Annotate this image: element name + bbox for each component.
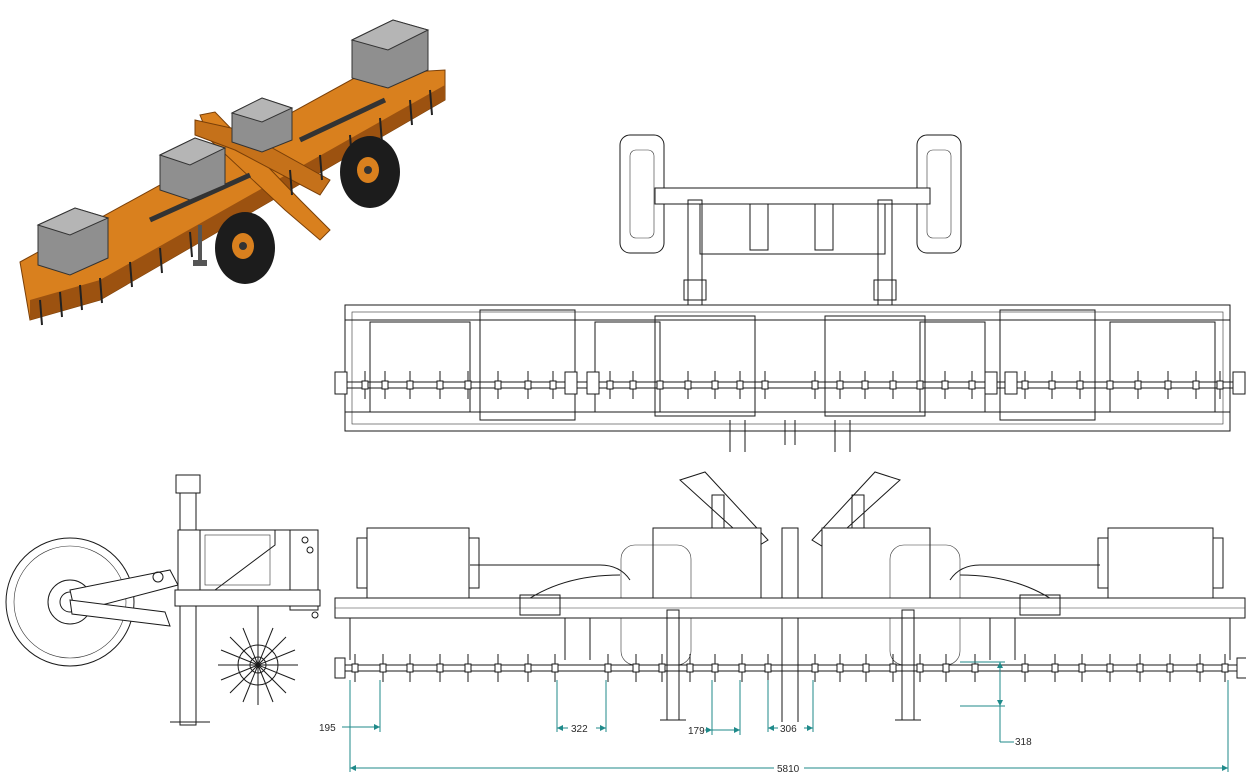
dimension-195: 195: [319, 723, 336, 734]
rear-view: [334, 471, 1246, 724]
iso-seed-box-2: [158, 137, 227, 201]
iso-cylinder-right: [298, 97, 387, 143]
side-view: [5, 474, 321, 726]
dimension-322: 322: [571, 724, 588, 735]
iso-frame-shadow: [30, 85, 445, 320]
dimension-318: 318: [1015, 737, 1032, 748]
rear-box-4: [1107, 527, 1214, 599]
iso-seed-box-4: [350, 19, 430, 89]
dimension-306: 306: [780, 724, 797, 735]
iso-tines: [39, 89, 433, 326]
iso-wheel-right: [340, 136, 400, 208]
iso-wheel-left: [215, 212, 275, 284]
side-rotor: [218, 625, 298, 705]
rear-box-1: [366, 527, 470, 599]
iso-seed-box-1: [36, 207, 110, 276]
isometric-view: [19, 19, 446, 326]
iso-jack-stand: [193, 225, 207, 266]
iso-seed-box-3: [230, 97, 294, 153]
top-view: [334, 134, 1246, 452]
top-main-frame: [344, 304, 1231, 432]
top-axle: [654, 187, 931, 205]
dimension-lines: 195 322 179 306 318 5810: [319, 661, 1229, 775]
dimension-5810: 5810: [777, 764, 800, 775]
dimension-179: 179: [688, 726, 705, 737]
iso-cylinder-left: [148, 172, 252, 223]
